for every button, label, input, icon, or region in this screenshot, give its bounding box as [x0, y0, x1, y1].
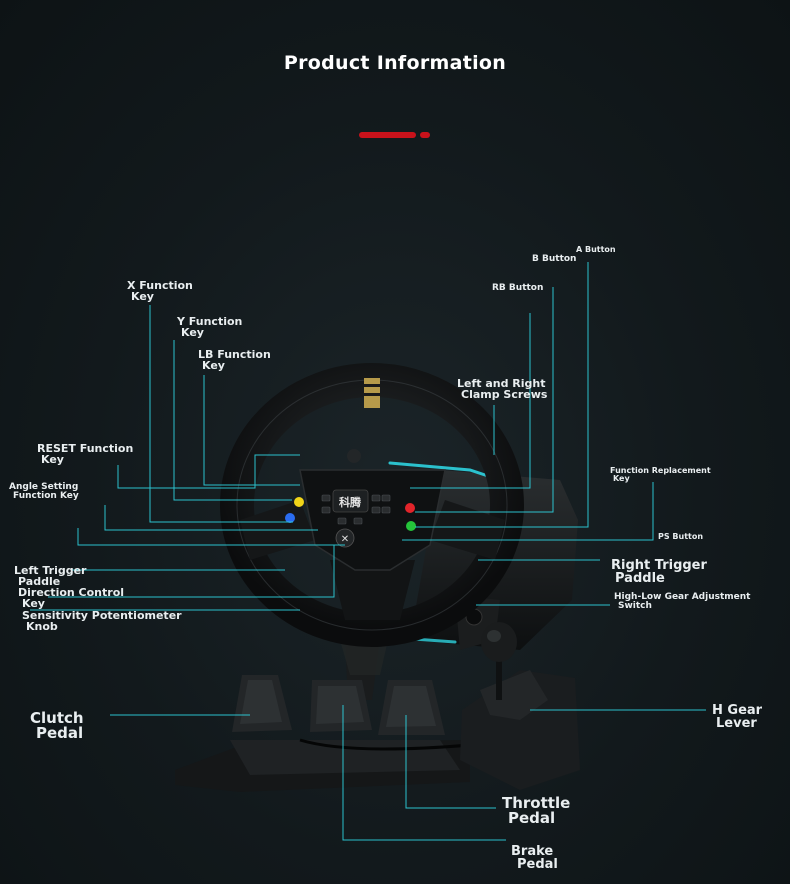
title-underline-dot — [420, 132, 430, 138]
label-lb-function-key: LB Function Key — [198, 348, 271, 372]
x-button-icon — [285, 513, 295, 523]
label-h-gear-lever: H Gear Lever — [712, 703, 763, 731]
label-angle-setting-function-key: Angle Setting Function Key — [9, 482, 79, 501]
a-button-icon — [406, 521, 416, 531]
label-clutch-pedal: Clutch Pedal — [30, 709, 84, 742]
leader-lines — [30, 262, 706, 841]
pedal-set — [175, 675, 471, 792]
title-underline-long — [359, 132, 416, 138]
b-button-icon — [405, 503, 415, 513]
label-sensitivity-knob: Sensitivity Potentiometer Knob — [22, 609, 182, 633]
label-function-replacement-key: Function Replacement Key — [610, 466, 711, 483]
h-gear-shifter — [460, 622, 580, 790]
label-brake-pedal: Brake Pedal — [511, 844, 558, 872]
label-right-trigger-paddle: Right Trigger Paddle — [611, 558, 707, 586]
label-throttle-pedal: Throttle Pedal — [502, 794, 571, 827]
label-a-button: A Button — [576, 245, 616, 254]
label-b-button: B Button — [532, 254, 577, 264]
label-ps-button: PS Button — [658, 532, 704, 541]
label-reset-function-key: RESET Function Key — [37, 442, 134, 466]
svg-text:✕: ✕ — [341, 534, 349, 545]
y-button-icon — [294, 497, 304, 507]
label-rb-button: RB Button — [492, 283, 544, 293]
wheel-logo: 科腾 — [339, 495, 362, 509]
label-left-trigger-paddle: Left Trigger Paddle — [14, 564, 87, 588]
label-y-function-key: Y Function Key — [177, 315, 243, 339]
label-high-low-gear-switch: High-Low Gear Adjustment Switch — [614, 592, 751, 611]
page-title: Product Information — [283, 52, 507, 74]
label-x-function-key: X Function Key — [127, 279, 193, 303]
label-left-right-clamp-screws: Left and Right Clamp Screws — [457, 377, 548, 401]
label-direction-control-key: Direction Control Key — [18, 586, 125, 610]
